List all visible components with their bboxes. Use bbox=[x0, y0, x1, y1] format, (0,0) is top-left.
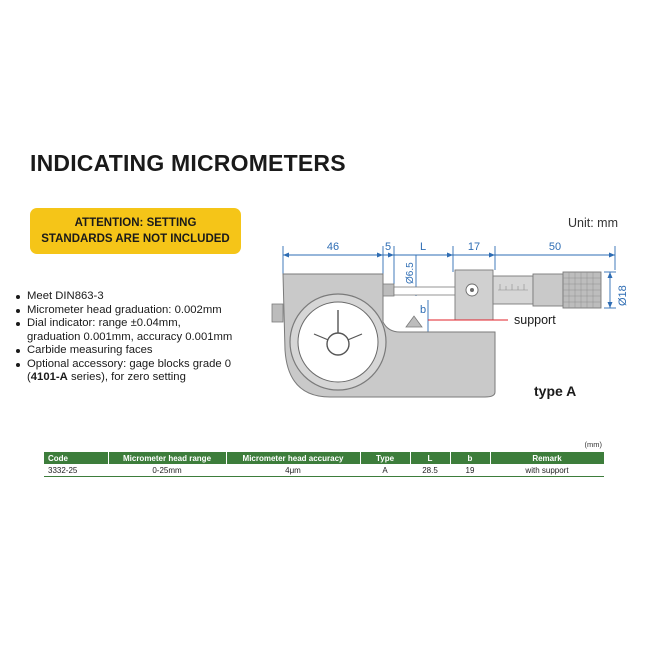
feature-text: Micrometer head graduation: 0.002mm bbox=[27, 303, 222, 316]
feature-item: Micrometer head graduation: 0.002mm bbox=[16, 304, 266, 318]
support bbox=[405, 315, 423, 328]
back-button bbox=[271, 303, 284, 323]
table-row: 3332-25 0-25mm 4μm A 28.5 19 with suppor… bbox=[44, 464, 604, 477]
spindle bbox=[393, 286, 457, 296]
table-header-row: Code Micrometer head range Micrometer he… bbox=[44, 452, 605, 464]
cell-remark: with support bbox=[490, 464, 604, 477]
cell-l: 28.5 bbox=[410, 464, 450, 477]
feature-item: Carbide measuring faces bbox=[16, 344, 266, 358]
dim-diameter-18: Ø18 bbox=[617, 285, 629, 306]
feature-text-continued: graduation 0.001mm, accuracy 0.001mm bbox=[27, 330, 233, 343]
dim-L: L bbox=[420, 241, 426, 253]
spec-table: Code Micrometer head range Micrometer he… bbox=[44, 452, 605, 477]
accessory-series-code: 4101-A bbox=[30, 371, 68, 383]
cell-b: 19 bbox=[450, 464, 490, 477]
dim-diameter-6-5: Ø6.5 bbox=[405, 262, 416, 284]
feature-text: Carbide measuring faces bbox=[27, 344, 153, 356]
feature-text: Dial indicator: range ±0.04mm, bbox=[27, 317, 181, 329]
dim-5: 5 bbox=[385, 241, 391, 253]
dimension-arrows bbox=[283, 252, 615, 308]
type-label: type A bbox=[534, 383, 577, 399]
dim-50: 50 bbox=[549, 241, 561, 253]
page-title: INDICATING MICROMETERS bbox=[30, 150, 346, 176]
attention-line-2: STANDARDS ARE NOT INCLUDED bbox=[41, 233, 230, 245]
feature-item: Meet DIN863-3 bbox=[16, 290, 266, 304]
unit-label: Unit: mm bbox=[568, 216, 618, 230]
feature-item: Dial indicator: range ±0.04mm,graduation… bbox=[16, 317, 266, 344]
dim-b: b bbox=[420, 304, 426, 316]
col-header-remark: Remark bbox=[490, 452, 605, 464]
knurl-pattern bbox=[563, 272, 601, 308]
cell-type: A bbox=[360, 464, 410, 477]
thimble bbox=[532, 273, 564, 307]
support-label: support bbox=[514, 313, 556, 327]
col-header-type: Type bbox=[360, 452, 411, 464]
col-header-code: Code bbox=[44, 452, 109, 464]
col-header-b: b bbox=[450, 452, 491, 464]
cell-code: 3332-25 bbox=[44, 464, 108, 477]
cell-accuracy: 4μm bbox=[226, 464, 360, 477]
feature-item: Optional accessory: gage blocks grade 0(… bbox=[16, 358, 266, 385]
dim-17: 17 bbox=[468, 241, 480, 253]
dim-46: 46 bbox=[327, 241, 339, 253]
feature-text-continued: series), for zero setting bbox=[67, 371, 186, 383]
paren-open: ( bbox=[27, 371, 31, 383]
col-header-range: Micrometer head range bbox=[108, 452, 227, 464]
cell-range: 0-25mm bbox=[108, 464, 226, 477]
attention-line-1: ATTENTION: SETTING bbox=[74, 217, 197, 229]
attention-banner: ATTENTION: SETTING STANDARDS ARE NOT INC… bbox=[30, 208, 241, 254]
lock-knob-center bbox=[470, 288, 474, 292]
col-header-l: L bbox=[410, 452, 451, 464]
col-header-accuracy: Micrometer head accuracy bbox=[226, 452, 361, 464]
feature-text: Optional accessory: gage blocks grade 0 bbox=[27, 357, 232, 370]
table-unit-note: (mm) bbox=[584, 440, 603, 449]
dial-hub bbox=[326, 332, 350, 356]
feature-list: Meet DIN863-3 Micrometer head graduation… bbox=[16, 290, 266, 385]
anvil bbox=[382, 283, 395, 297]
sleeve-scale bbox=[498, 284, 528, 291]
feature-text: Meet DIN863-3 bbox=[27, 290, 104, 302]
micrometer-diagram: 46 5 L 17 50 b Ø6.5 Ø18 support bbox=[271, 241, 629, 398]
